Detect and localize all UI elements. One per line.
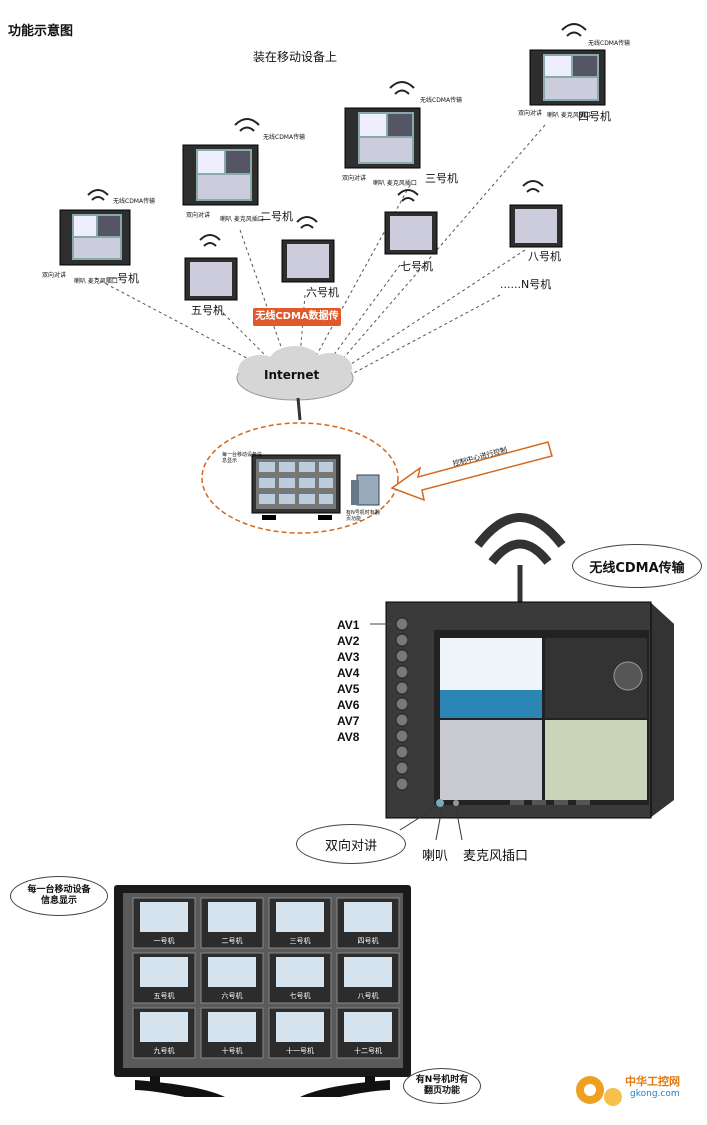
tile-label-4: 四号机: [357, 937, 379, 945]
watermark-text: 中华工控网: [625, 1075, 680, 1088]
unit2-cdma: 无线CDMA传输: [263, 134, 306, 141]
control-arrow: [390, 441, 553, 502]
av-label-7: AV7: [337, 714, 360, 728]
unit4-label: 四号机: [578, 110, 611, 123]
tile-label-2: 二号机: [221, 937, 243, 945]
av-label-5: AV5: [337, 682, 360, 696]
page-title: 功能示意图: [8, 24, 74, 39]
control-center-monitor: [251, 454, 380, 520]
av-label-8: AV8: [337, 730, 360, 744]
mic-label: 麦克风插口: [463, 849, 529, 864]
small-unit-monitors: [59, 49, 606, 301]
unit2-talk: 双向对讲: [186, 212, 211, 219]
unit4-ports: 喇叭 麦克风插口: [547, 112, 591, 119]
big-unit: [370, 513, 674, 841]
tile-label-7: 七号机: [289, 992, 311, 1000]
tile-label-1: 一号机: [153, 937, 175, 945]
cdma-bubble: 无线CDMA传输: [572, 544, 702, 588]
unit6-label: 六号机: [306, 286, 339, 299]
unit1-ports: 喇叭 麦克风插口: [74, 278, 118, 285]
unit3-ports: 喇叭 麦克风插口: [373, 180, 417, 187]
av-label-2: AV2: [337, 634, 360, 648]
tile-label-9: 九号机: [153, 1047, 175, 1055]
tile-label-10: 十号机: [221, 1047, 243, 1055]
av-label-1: AV1: [337, 618, 360, 632]
internet-cloud: [236, 346, 354, 401]
subtitle: 装在移动设备上: [253, 50, 338, 64]
internet-label: Internet: [264, 368, 320, 382]
more-units-label: ......N号机: [500, 278, 552, 291]
monitor-note-bottom: 有N号机时有翻页功能: [403, 1068, 481, 1104]
monitor-note-bottom-text: 有N号机时有翻页功能: [415, 1075, 469, 1096]
unit2-ports: 喇叭 麦克风插口: [220, 216, 264, 223]
talk-bubble-text: 双向对讲: [324, 838, 377, 854]
talk-bubble: 双向对讲: [296, 824, 406, 864]
unit3-label: 三号机: [425, 172, 458, 185]
tile-label-3: 三号机: [289, 937, 311, 945]
unit3-cdma: 无线CDMA传输: [420, 97, 463, 104]
tile-label-5: 五号机: [153, 992, 175, 1000]
unit1-label: 一号机: [106, 272, 139, 285]
cloud-link: [296, 397, 302, 421]
control-center-ring: [201, 422, 399, 534]
monitor-note-top: 每一台移动设备信息显示: [10, 876, 108, 916]
av-label-6: AV6: [337, 698, 360, 712]
unit4-cdma: 无线CDMA传输: [588, 40, 631, 47]
unit3-talk: 双向对讲: [342, 175, 367, 182]
monitor-note-top-text: 每一台移动设备信息显示: [27, 885, 91, 906]
tile-label-6: 六号机: [221, 992, 243, 1000]
unit2-label: 二号机: [260, 210, 293, 223]
unit8-label: 八号机: [528, 250, 561, 263]
unit1-talk: 双向对讲: [42, 272, 67, 279]
unit4-talk: 双向对讲: [518, 110, 543, 117]
control-center-note-top: 每一台移动设备信息显示: [222, 452, 263, 464]
big-monitor: [114, 885, 411, 1097]
unit5-label: 五号机: [191, 304, 224, 317]
speaker-label: 喇叭: [422, 849, 449, 864]
cdma-bubble-text: 无线CDMA传输: [589, 560, 685, 576]
cdma-banner: 无线CDMA数据传输: [253, 308, 341, 340]
av-label-4: AV4: [337, 666, 360, 680]
unit7-label: 七号机: [400, 260, 433, 273]
tile-label-11: 十一号机: [286, 1047, 314, 1055]
control-center-note-bottom: 有N号机时有翻页功能: [346, 510, 380, 522]
tile-label-8: 八号机: [357, 992, 379, 1000]
watermark-domain: gkong.com: [630, 1089, 680, 1099]
gear-icon: [576, 1076, 622, 1106]
wifi-icons-small: [87, 23, 587, 247]
tile-label-12: 十二号机: [354, 1047, 382, 1055]
unit1-cdma: 无线CDMA传输: [113, 198, 156, 205]
av-label-3: AV3: [337, 650, 360, 664]
